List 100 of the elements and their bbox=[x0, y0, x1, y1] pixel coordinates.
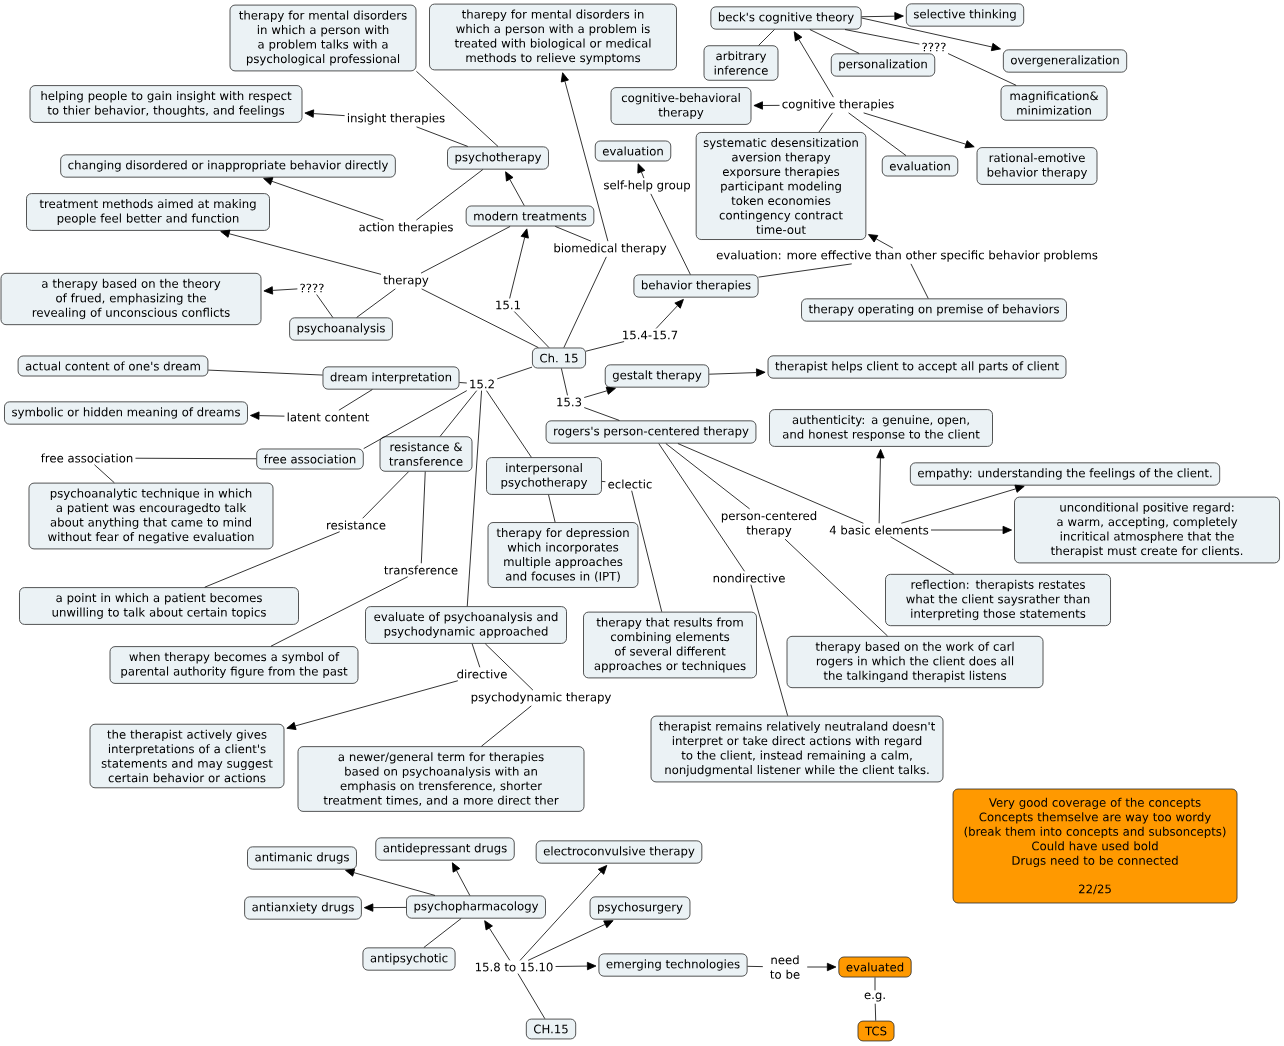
concept-box: unconditional positive regard: a warm, accepting, completely incritical atmosphere that the therapist must create for clients. bbox=[1014, 496, 1280, 564]
concept-box: behavior therapies bbox=[633, 274, 759, 298]
arrow bbox=[655, 299, 684, 329]
connector-line bbox=[420, 471, 426, 564]
linking-phrase: transference bbox=[384, 565, 458, 575]
connector-line bbox=[362, 471, 409, 519]
arrow bbox=[505, 171, 525, 206]
concept-box: antidepressant drugs bbox=[375, 837, 515, 861]
concept-box: electroconvulsive therapy bbox=[535, 840, 703, 864]
linking-phrase: psychodynamic therapy bbox=[471, 692, 612, 704]
connector-line bbox=[481, 705, 532, 747]
connector-line bbox=[415, 169, 484, 221]
arrow bbox=[363, 903, 407, 912]
connector-line bbox=[650, 193, 691, 275]
connector-line bbox=[135, 457, 257, 460]
connector-line bbox=[420, 226, 511, 274]
linking-phrase: resistance bbox=[327, 520, 386, 530]
concept-box: modern treatments bbox=[465, 205, 595, 227]
concept-box: psychotherapy bbox=[447, 146, 549, 170]
connector-line bbox=[207, 369, 323, 376]
linking-phrase: latent content bbox=[287, 412, 370, 422]
concept-box: TCS bbox=[857, 1020, 895, 1042]
concept-box: evaluation bbox=[594, 140, 672, 162]
connector-line bbox=[758, 263, 853, 278]
connector-line bbox=[844, 29, 920, 45]
arrow bbox=[345, 868, 436, 896]
arrow bbox=[806, 962, 837, 972]
linking-phrase: eclectic bbox=[608, 479, 652, 489]
connector-line bbox=[554, 226, 592, 242]
connector-line bbox=[818, 112, 833, 133]
connector-line bbox=[601, 481, 606, 483]
linking-phrase: action therapies bbox=[359, 222, 453, 234]
concept-box: changing disordered or inappropriate behavior directly bbox=[60, 154, 396, 178]
arrow bbox=[560, 72, 609, 242]
connector-line bbox=[496, 366, 533, 380]
concept-box: therapy for depression which incorporates multiple approaches and focuses in (IPT) bbox=[487, 522, 639, 588]
connector-line bbox=[421, 288, 539, 348]
concept-box: selective thinking bbox=[905, 3, 1025, 27]
concept-box: a therapy based on the theory of frued, emphasizing the revealing of unconscious conflicts bbox=[0, 272, 262, 326]
concept-box: tharepy for mental disorders in which a person with a problem is treated with biological or medical methods to relieve symptoms bbox=[429, 3, 677, 71]
linking-phrase: 15.4-15.7 bbox=[623, 330, 678, 340]
concept-box: therapy for mental disorders in which a person with a problem talks with a psychological professional bbox=[229, 4, 417, 72]
concept-box: evaluate of psychoanalysis and psychodynamic approached bbox=[365, 606, 567, 644]
arrow bbox=[509, 228, 529, 299]
linking-phrase: ???? bbox=[922, 42, 946, 52]
concept-box: resistance & transference bbox=[379, 436, 473, 472]
arrow bbox=[900, 484, 1025, 524]
arrow bbox=[793, 31, 834, 98]
linking-phrase: e.g. bbox=[864, 992, 885, 1002]
connector-line bbox=[459, 382, 468, 384]
concept-box: antimanic drugs bbox=[247, 846, 357, 870]
arrow bbox=[708, 368, 766, 377]
connector-line bbox=[363, 390, 468, 449]
linking-phrase: 15.3 bbox=[557, 397, 582, 407]
concept-box: psychoanalysis bbox=[289, 317, 393, 341]
concept-box: treatment methods aimed at making people feel better and function bbox=[26, 193, 270, 231]
connector-line bbox=[94, 464, 115, 484]
concept-box: the therapist actively gives interpretations of a client's statements and may suggest certain behavior or actions bbox=[89, 723, 285, 789]
concept-box: therapy operating on premise of behaviors bbox=[801, 298, 1067, 322]
connector-line bbox=[874, 1003, 877, 1022]
linking-phrase: 15.8 to 15.10 bbox=[475, 962, 553, 972]
arrow bbox=[263, 177, 384, 221]
arrow bbox=[583, 386, 616, 398]
linking-phrase: biomedical therapy bbox=[554, 243, 667, 255]
connector-line bbox=[423, 918, 462, 948]
arrow bbox=[863, 112, 975, 149]
linking-phrase: nondirective bbox=[713, 573, 785, 583]
arrow bbox=[451, 862, 471, 896]
concept-box: psychoanalytic technique in which a patient was encouragedto talk about anything that came to mind without fear of negative evaluation bbox=[28, 482, 274, 550]
concept-box: CH.15 bbox=[525, 1018, 577, 1040]
connector-line bbox=[471, 643, 481, 668]
linking-phrase: person-centered therapy bbox=[721, 511, 817, 537]
connector-line bbox=[204, 531, 341, 588]
connector-line bbox=[486, 390, 532, 458]
arrow bbox=[304, 109, 346, 118]
concept-box: a point in which a patient becomes unwilling to talk about certain topics bbox=[19, 587, 299, 625]
arrow bbox=[876, 448, 885, 524]
connector-line bbox=[270, 576, 409, 647]
connector-line bbox=[563, 256, 607, 348]
connector-line bbox=[750, 584, 789, 717]
linking-phrase: 15.1 bbox=[496, 300, 520, 310]
concept-box: antianxiety drugs bbox=[244, 896, 362, 920]
arrow bbox=[861, 12, 904, 21]
concept-box: authenticity: a genuine, open, and honest response to the client bbox=[769, 409, 993, 447]
connector-line bbox=[484, 643, 534, 691]
connector-line bbox=[548, 494, 556, 523]
concept-box: rogers's person-centered therapy bbox=[545, 420, 757, 444]
concept-box: emerging technologies bbox=[598, 953, 748, 977]
connector-line bbox=[466, 390, 482, 607]
linking-phrase: self-help group bbox=[604, 180, 690, 192]
arrow bbox=[555, 961, 597, 971]
concept-box: gestalt therapy bbox=[604, 364, 710, 388]
arrow bbox=[250, 411, 285, 420]
concept-box: overgeneralization bbox=[1002, 49, 1128, 73]
concept-box: helping people to gain insight with respect to thier behavior, thoughts, and feelings bbox=[29, 85, 303, 123]
connector-line bbox=[665, 443, 751, 510]
connector-line bbox=[848, 112, 907, 156]
concept-box: interpersonal psychotherapy bbox=[486, 457, 602, 495]
connector-line bbox=[585, 341, 625, 352]
concept-box: actual content of one's dream bbox=[17, 355, 209, 377]
